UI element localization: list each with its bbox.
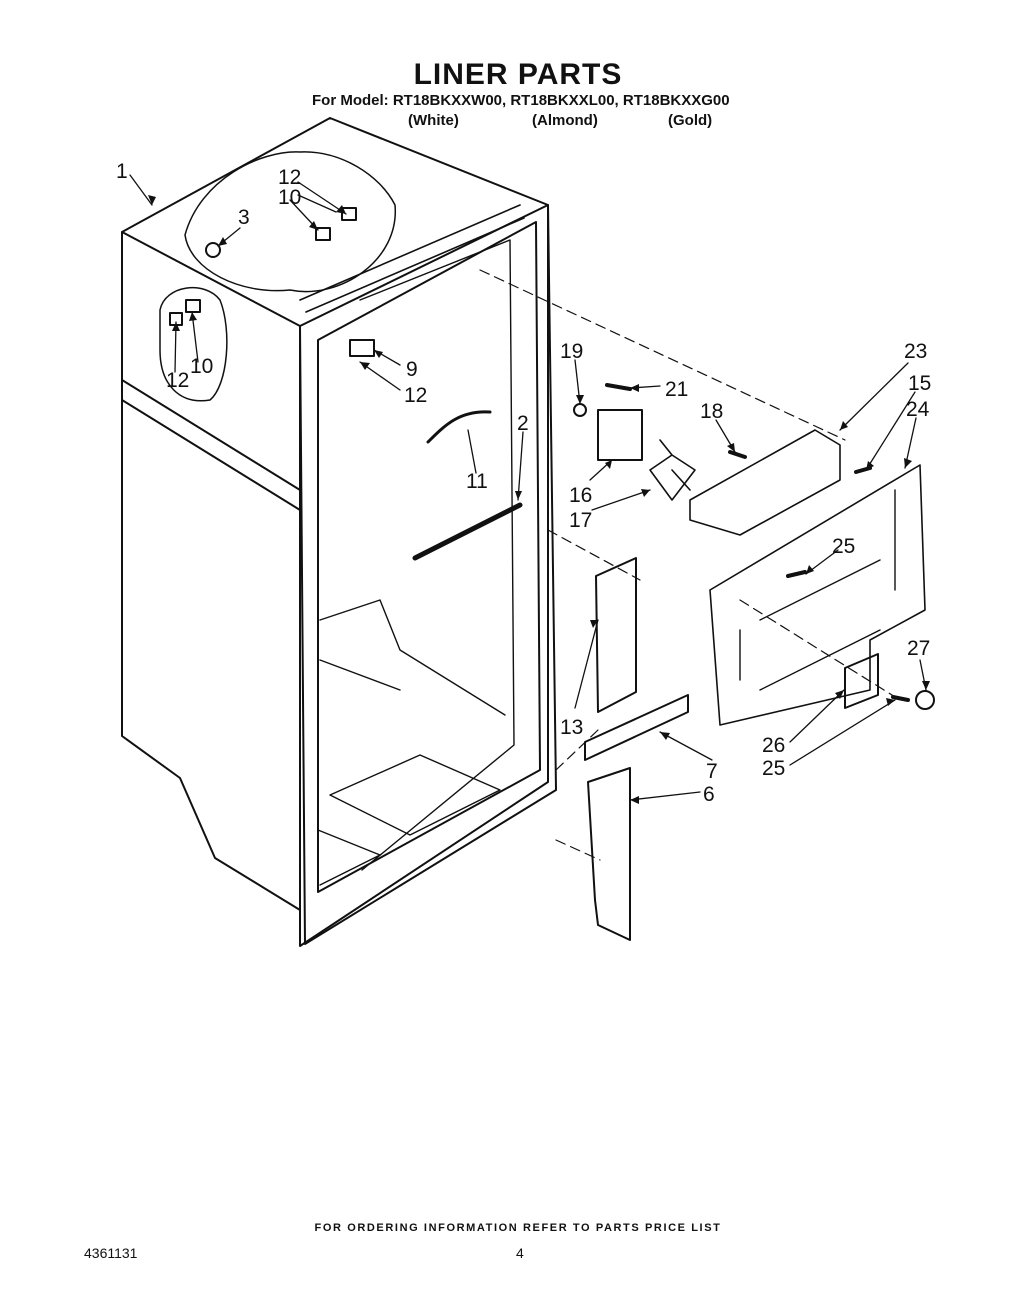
color-almond: (Almond) [532, 112, 598, 129]
callout-17: 17 [569, 509, 592, 532]
cabinet-top-edge [121, 231, 301, 327]
arrowhead [886, 698, 895, 706]
liner-back [359, 239, 515, 871]
part-13-duct [595, 557, 637, 713]
liner-frame-inner [317, 221, 541, 893]
crisper-pan-upper [329, 754, 501, 836]
callout-10: 10 [190, 355, 213, 378]
part-7-bracket [584, 694, 689, 761]
callout-21: 21 [665, 378, 688, 401]
arrowhead [590, 620, 598, 628]
mullion [299, 204, 525, 313]
callout-13: 13 [560, 716, 583, 739]
callout-12: 12 [278, 166, 301, 189]
arrowhead [309, 221, 318, 230]
part-26-plate [844, 653, 879, 709]
callout-6: 6 [703, 783, 715, 806]
arrowhead [374, 350, 383, 358]
callout-15: 15 [908, 372, 931, 395]
callout-26: 26 [762, 734, 785, 757]
callout-25: 25 [832, 535, 855, 558]
callout-12: 12 [166, 369, 189, 392]
arrowhead [360, 362, 370, 370]
color-variants: (White) (Almond) (Gold) [0, 112, 1036, 132]
cabinet-divider-band [121, 379, 301, 511]
part-16-fan-motor [597, 409, 643, 461]
arrowhead [189, 312, 197, 321]
arrowhead [727, 443, 735, 452]
arrowhead [866, 461, 874, 470]
part-6-duct [587, 767, 631, 941]
callout-3: 3 [238, 206, 250, 229]
page-number: 4 [516, 1245, 524, 1261]
callout-16: 16 [569, 484, 592, 507]
cutaway-top [184, 151, 396, 293]
arrowhead [630, 796, 639, 804]
callout-1: 1 [116, 160, 128, 183]
arrowhead [660, 732, 670, 740]
part-17-fan-blade [649, 439, 696, 501]
callout-19: 19 [560, 340, 583, 363]
cutaway-side [159, 286, 228, 402]
crisper-pan-lower [317, 829, 381, 886]
cabinet-outline [121, 117, 549, 947]
part-2-tube [412, 502, 523, 561]
nut-19 [573, 403, 587, 417]
arrowhead [630, 384, 639, 392]
arrowhead [148, 195, 156, 205]
screw-25-upper [786, 570, 807, 578]
leader-lines [129, 174, 927, 801]
callout-7: 7 [706, 760, 718, 783]
part-9-clip [349, 339, 375, 357]
arrowhead [605, 460, 612, 469]
part-23-evaporator [689, 429, 841, 536]
screw-18 [728, 450, 747, 459]
arrowhead [336, 205, 346, 214]
part-10-clip-side [185, 299, 201, 313]
part-24-panel [709, 464, 926, 726]
callout-9: 9 [406, 358, 418, 381]
document-number: 4361131 [84, 1245, 138, 1261]
liner-frame-outer [299, 204, 557, 945]
callout-2: 2 [517, 412, 529, 435]
arrowhead [904, 458, 912, 468]
part-3-grommet [205, 242, 221, 258]
arrowhead [835, 690, 844, 699]
arrowhead [515, 491, 522, 500]
callout-12: 12 [404, 384, 427, 407]
arrowhead [172, 322, 180, 331]
arrowhead [218, 237, 227, 246]
ordering-footer: FOR ORDERING INFORMATION REFER TO PARTS … [314, 1222, 722, 1234]
part-10-clip-top [315, 227, 331, 241]
callout-24: 24 [906, 398, 930, 421]
callout-18: 18 [700, 400, 723, 423]
callout-27: 27 [907, 637, 930, 660]
inner-shelf [319, 599, 506, 716]
part-12-clip-top [341, 207, 357, 221]
arrowhead [641, 489, 650, 497]
callout-23: 23 [904, 340, 927, 363]
callout-11: 11 [466, 470, 488, 493]
part-11-wire [426, 410, 492, 444]
arrowhead [576, 395, 584, 404]
arrowhead [840, 421, 848, 430]
screw-25-lower [891, 695, 910, 702]
color-gold: (Gold) [668, 112, 713, 129]
callout-10: 10 [278, 186, 301, 209]
part-27-knob [915, 690, 935, 710]
screw-21 [605, 383, 632, 391]
arrowhead [922, 681, 930, 690]
page-title: LINER PARTS [413, 58, 623, 91]
arrowhead [806, 565, 814, 574]
model-line: For Model: RT18BKXXW00, RT18BKXXL00, RT1… [312, 92, 730, 109]
assembly-lines [479, 269, 901, 861]
callout-25: 25 [762, 757, 785, 780]
panel-24-slots [739, 489, 896, 691]
color-white: (White) [408, 112, 459, 129]
